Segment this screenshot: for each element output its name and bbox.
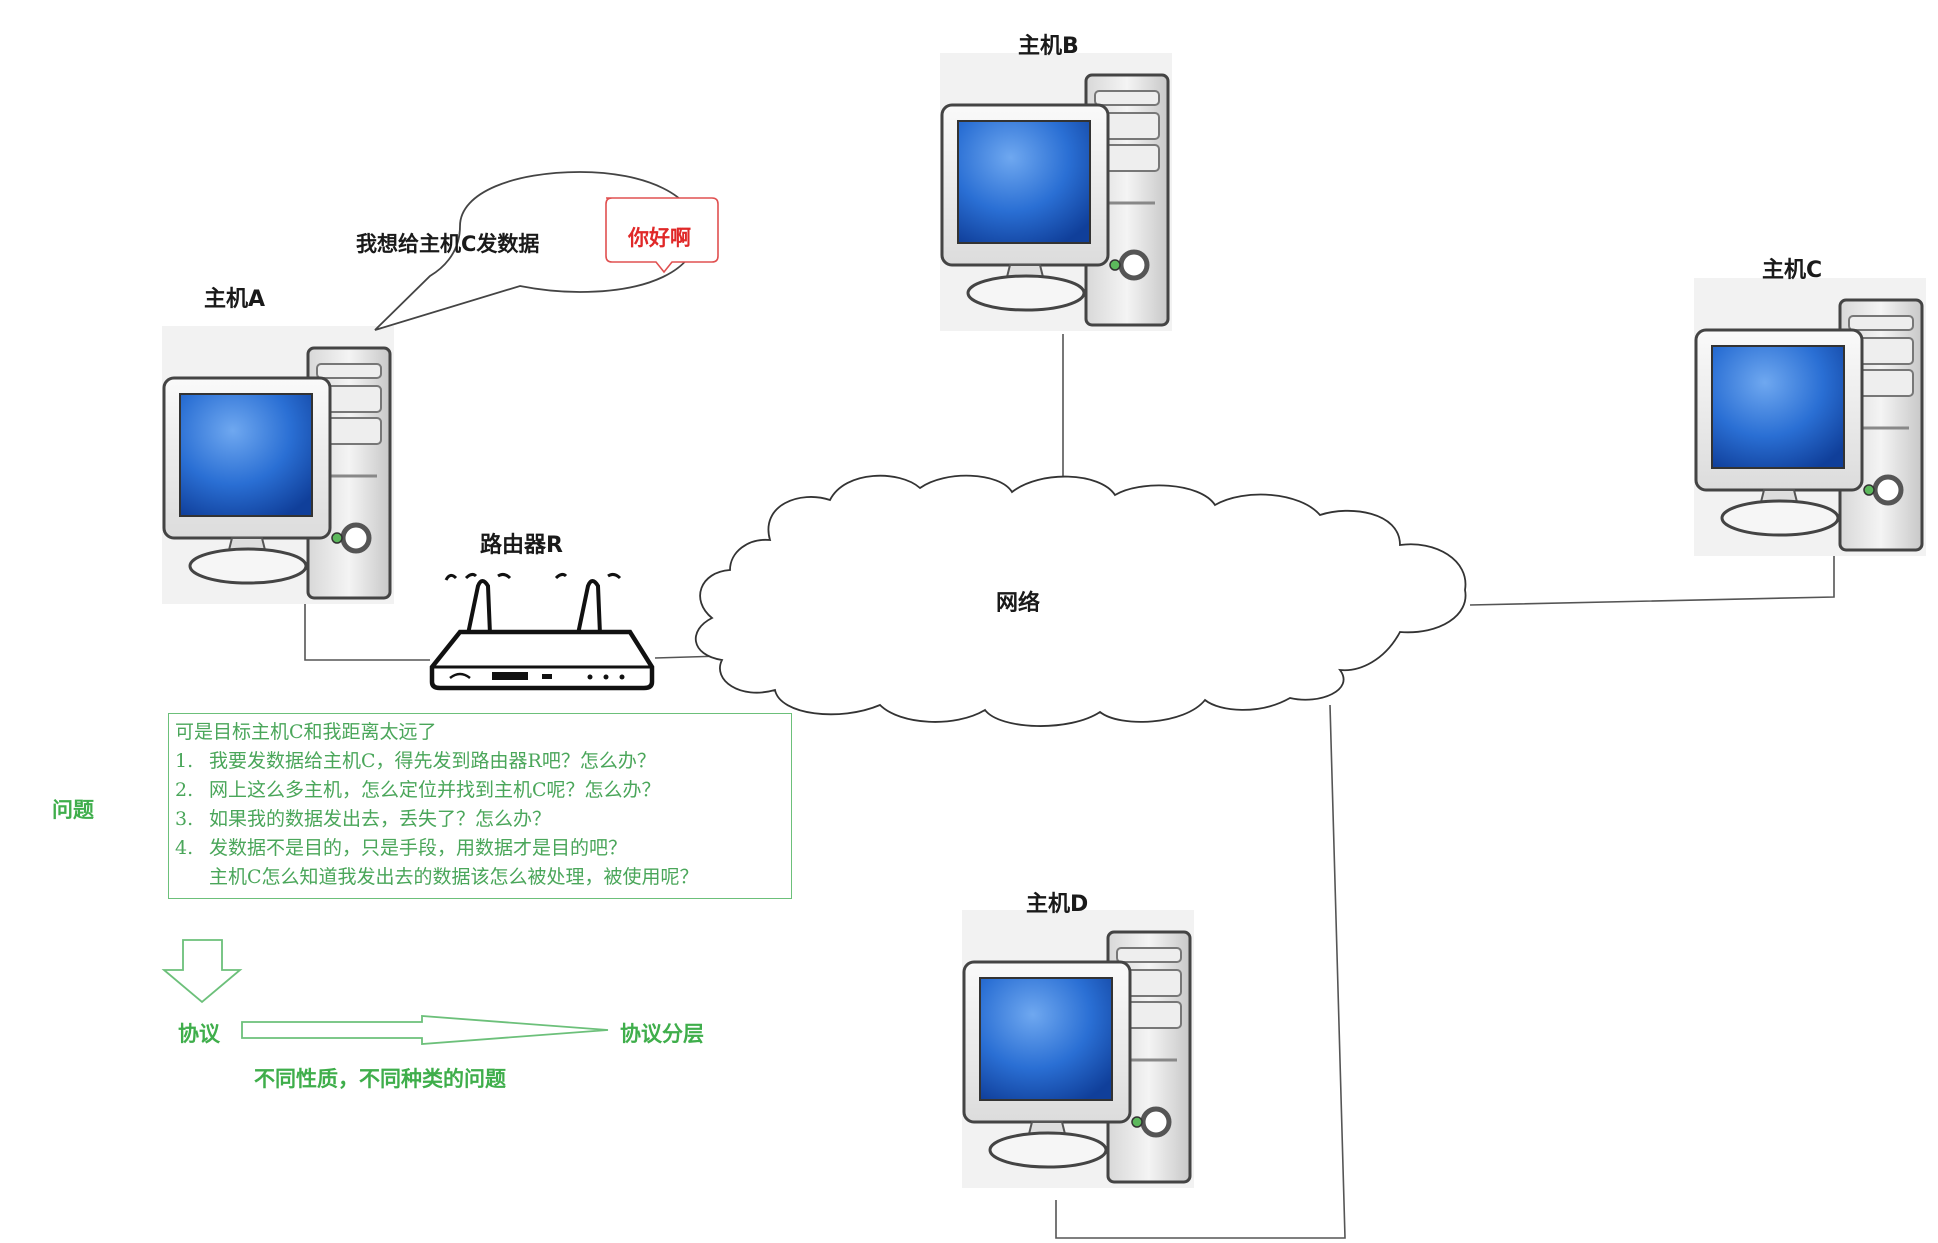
protocol-layering-label: 协议分层 (620, 1022, 704, 1046)
question-text: 发数据不是目的，只是手段，用数据才是目的吧？ (209, 837, 628, 859)
question-item: 3. 如果我的数据发出去，丢失了？怎么办？ (175, 805, 785, 834)
connections (304, 334, 1835, 1239)
router-label: 路由器R (480, 533, 563, 558)
question-text: 主机C怎么知道我发出去的数据该怎么被处理，被使用呢？ (209, 866, 699, 888)
reply-text: 你好啊 (628, 226, 691, 250)
right-arrow-icon (241, 1015, 609, 1045)
question-number: 2. (175, 779, 194, 801)
host-c-label: 主机C (1762, 258, 1823, 283)
protocol-label: 协议 (178, 1022, 220, 1046)
arrow-caption: 不同性质，不同种类的问题 (254, 1067, 506, 1091)
question-text: 我要发数据给主机C，得先发到路由器R吧？怎么办？ (209, 750, 656, 772)
host-b-computer-icon (940, 53, 1172, 331)
reply-bubble (605, 197, 719, 274)
question-continuation: 主机C怎么知道我发出去的数据该怎么被处理，被使用呢？ (175, 863, 785, 892)
host-c-computer-icon (1694, 278, 1926, 556)
link-c-cloud (1469, 555, 1835, 606)
network-cloud (695, 474, 1467, 727)
host-a-label: 主机A (204, 287, 266, 312)
link-a-router (304, 599, 430, 661)
question-text: 如果我的数据发出去，丢失了？怎么办？ (209, 808, 552, 830)
host-b-label: 主机B (1018, 34, 1079, 59)
down-arrow-icon (161, 939, 243, 1004)
host-d-computer-icon (962, 910, 1194, 1188)
question-item: 2. 网上这么多主机，怎么定位并找到主机C呢？怎么办？ (175, 776, 785, 805)
questions-box: 可是目标主机C和我距离太远了 1. 我要发数据给主机C，得先发到路由器R吧？怎么办… (168, 713, 792, 899)
host-d-label: 主机D (1026, 892, 1089, 917)
link-d-cloud (1055, 704, 1346, 1239)
host-a-computer-icon (162, 326, 394, 604)
question-item: 1. 我要发数据给主机C，得先发到路由器R吧？怎么办？ (175, 747, 785, 776)
question-number: 1. (175, 750, 194, 772)
question-number: 3. (175, 808, 194, 830)
network-label: 网络 (996, 591, 1041, 616)
speech-text: 我想给主机C发数据 (356, 232, 540, 256)
router-icon (429, 572, 655, 691)
question-item: 4. 发数据不是目的，只是手段，用数据才是目的吧？ (175, 834, 785, 863)
questions-intro: 可是目标主机C和我距离太远了 (175, 721, 437, 743)
question-number: 4. (175, 837, 194, 859)
problem-label: 问题 (52, 798, 94, 822)
question-text: 网上这么多主机，怎么定位并找到主机C呢？怎么办？ (209, 779, 661, 801)
